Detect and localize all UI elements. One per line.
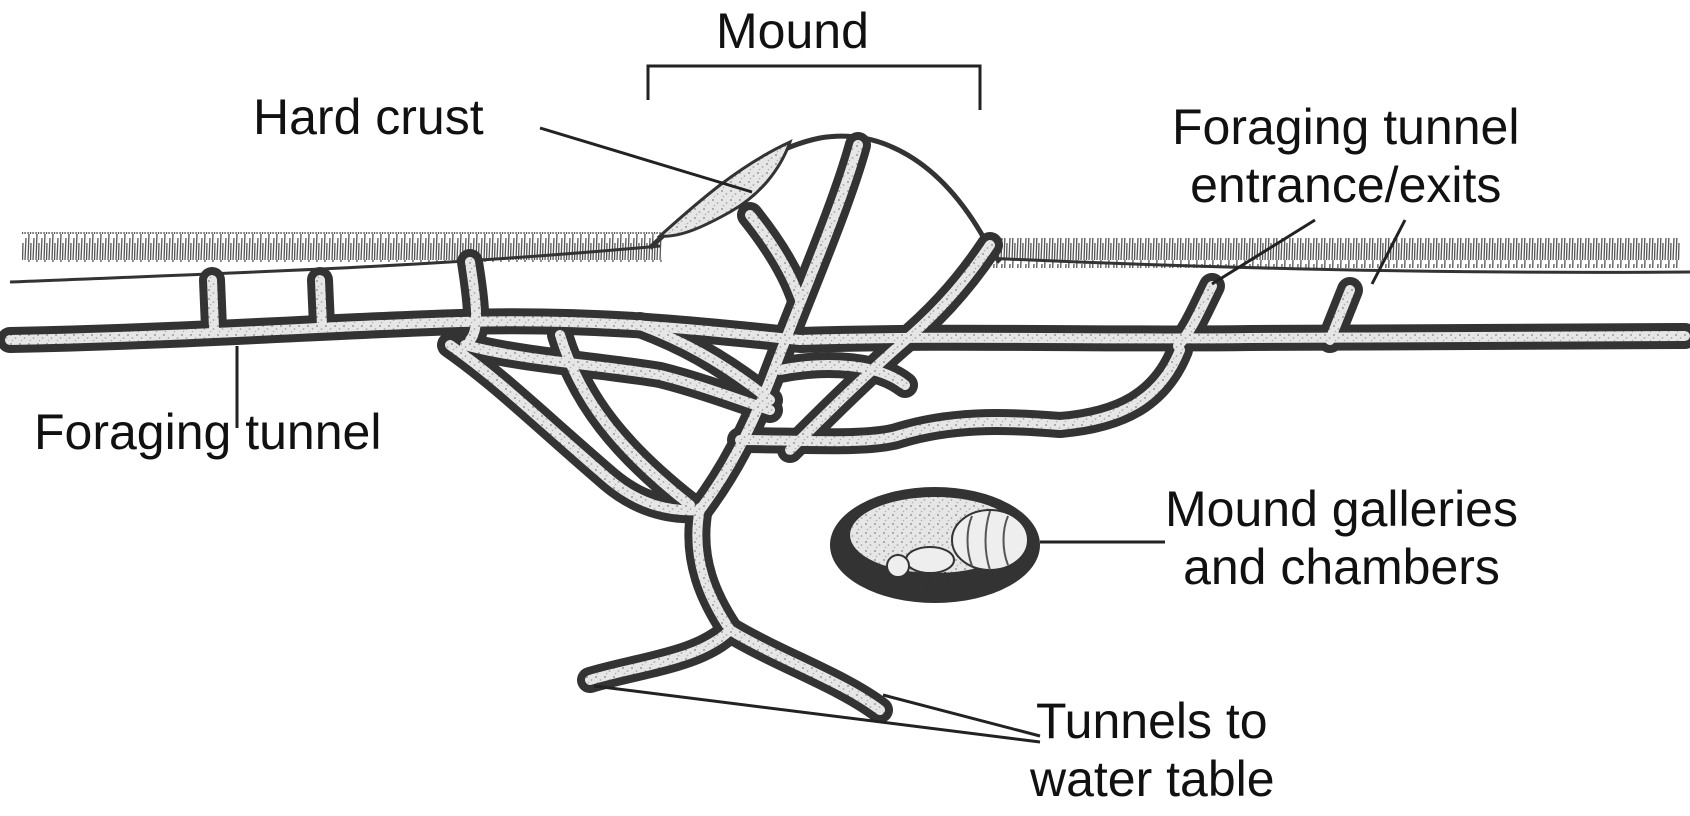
water-table-leader-1 [594, 686, 1040, 742]
label-water-table: Tunnels to water table [1030, 692, 1275, 808]
label-foraging-entrance-line1: Foraging tunnel [1172, 98, 1519, 156]
label-mound: Mound [716, 2, 869, 60]
label-galleries-line1: Mound galleries [1165, 480, 1518, 538]
nest-chamber [830, 487, 1040, 603]
label-hard-crust: Hard crust [253, 88, 484, 146]
mound-bracket [648, 66, 980, 110]
label-foraging-entrance: Foraging tunnel entrance/exits [1172, 98, 1519, 214]
label-foraging-entrance-line2: entrance/exits [1172, 156, 1519, 214]
label-galleries-line2: and chambers [1165, 538, 1518, 596]
water-table-leader-2 [883, 695, 1040, 736]
label-foraging-tunnel: Foraging tunnel [34, 403, 381, 461]
label-water-table-line1: Tunnels to [1030, 692, 1275, 750]
hard-crust-leader [540, 128, 752, 192]
label-galleries: Mound galleries and chambers [1165, 480, 1518, 596]
label-water-table-line2: water table [1030, 750, 1275, 808]
grass-surface [10, 232, 1690, 282]
